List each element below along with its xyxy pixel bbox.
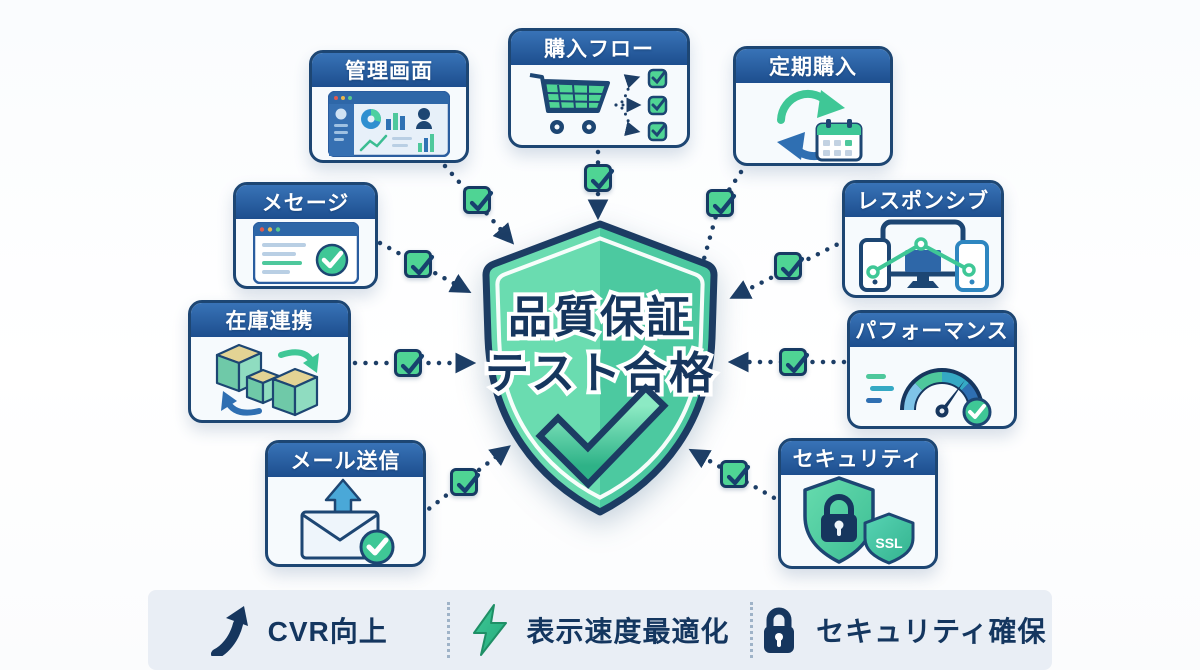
benefit-cvr: CVR向上 [148,604,447,656]
card-message: メセージ [233,182,378,289]
card-inventory-sync-title: 在庫連携 [191,303,348,337]
card-admin-screen-title: 管理画面 [312,53,466,87]
card-responsive-title: レスポンシブ [845,183,1001,217]
speed-gauge-icon [866,367,992,426]
card-message-title: メセージ [236,185,375,219]
card-purchase-flow-title: 購入フロー [511,31,687,65]
benefits-bar: CVR向上 表示速度最適化 セキュリティ確保 [148,590,1052,670]
card-responsive: レスポンシブ [842,180,1004,298]
check-badge [404,250,435,278]
check-badge [394,349,425,377]
card-performance: パフォーマンス [847,310,1017,429]
card-subscription: 定期購入 [733,46,893,166]
connector-admin-to-shield [442,163,515,245]
card-purchase-flow: 購入フロー [508,28,690,148]
card-mail-send: メール送信 [265,440,426,567]
recurring-calendar-icon [777,89,863,162]
card-performance-title: パフォーマンス [850,313,1014,347]
footer-divider [749,602,753,658]
send-mail-icon [300,478,394,564]
inventory-boxes-icon [215,343,319,416]
check-badge [779,348,810,376]
check-badge [584,164,615,192]
padlock-icon [764,607,795,653]
shield-title-line2: テスト合格 [485,349,715,398]
footer-divider [447,602,451,658]
shopping-cart-checklist-icon [529,68,668,142]
check-badge [463,186,494,214]
benefit-speed-label: 表示速度最適化 [526,616,730,647]
benefit-security-label: セキュリティ確保 [816,616,1047,647]
dashboard-icon [328,90,450,157]
shield-checkmark-icon [535,383,669,489]
card-subscription-title: 定期購入 [736,49,890,83]
benefit-speed: 表示速度最適化 [450,603,749,657]
check-badge [450,468,481,496]
benefit-security: セキュリティ確保 [753,605,1052,655]
trend-up-arrow-icon [210,606,248,656]
connector-subscription-to-shield [690,169,744,290]
security-shield-lock-icon: SSL [803,475,915,564]
ssl-badge-label: SSL [875,535,903,551]
shield-title-line1: 品質保証 [508,293,692,342]
card-inventory-sync: 在庫連携 [188,300,351,423]
card-security-title: セキュリティ [781,441,935,475]
card-mail-send-title: メール送信 [268,443,423,477]
check-badge [720,460,751,488]
qa-pass-shield: 品質保証 テスト合格 [478,220,722,520]
card-admin-screen: 管理画面 [309,50,469,163]
message-window-icon [252,221,359,284]
lightning-bolt-icon [473,604,508,656]
responsive-devices-icon [859,219,989,292]
benefit-cvr-label: CVR向上 [267,616,388,647]
check-badge [706,189,737,217]
card-security: セキュリティ SSL [778,438,938,569]
check-badge [774,252,805,280]
